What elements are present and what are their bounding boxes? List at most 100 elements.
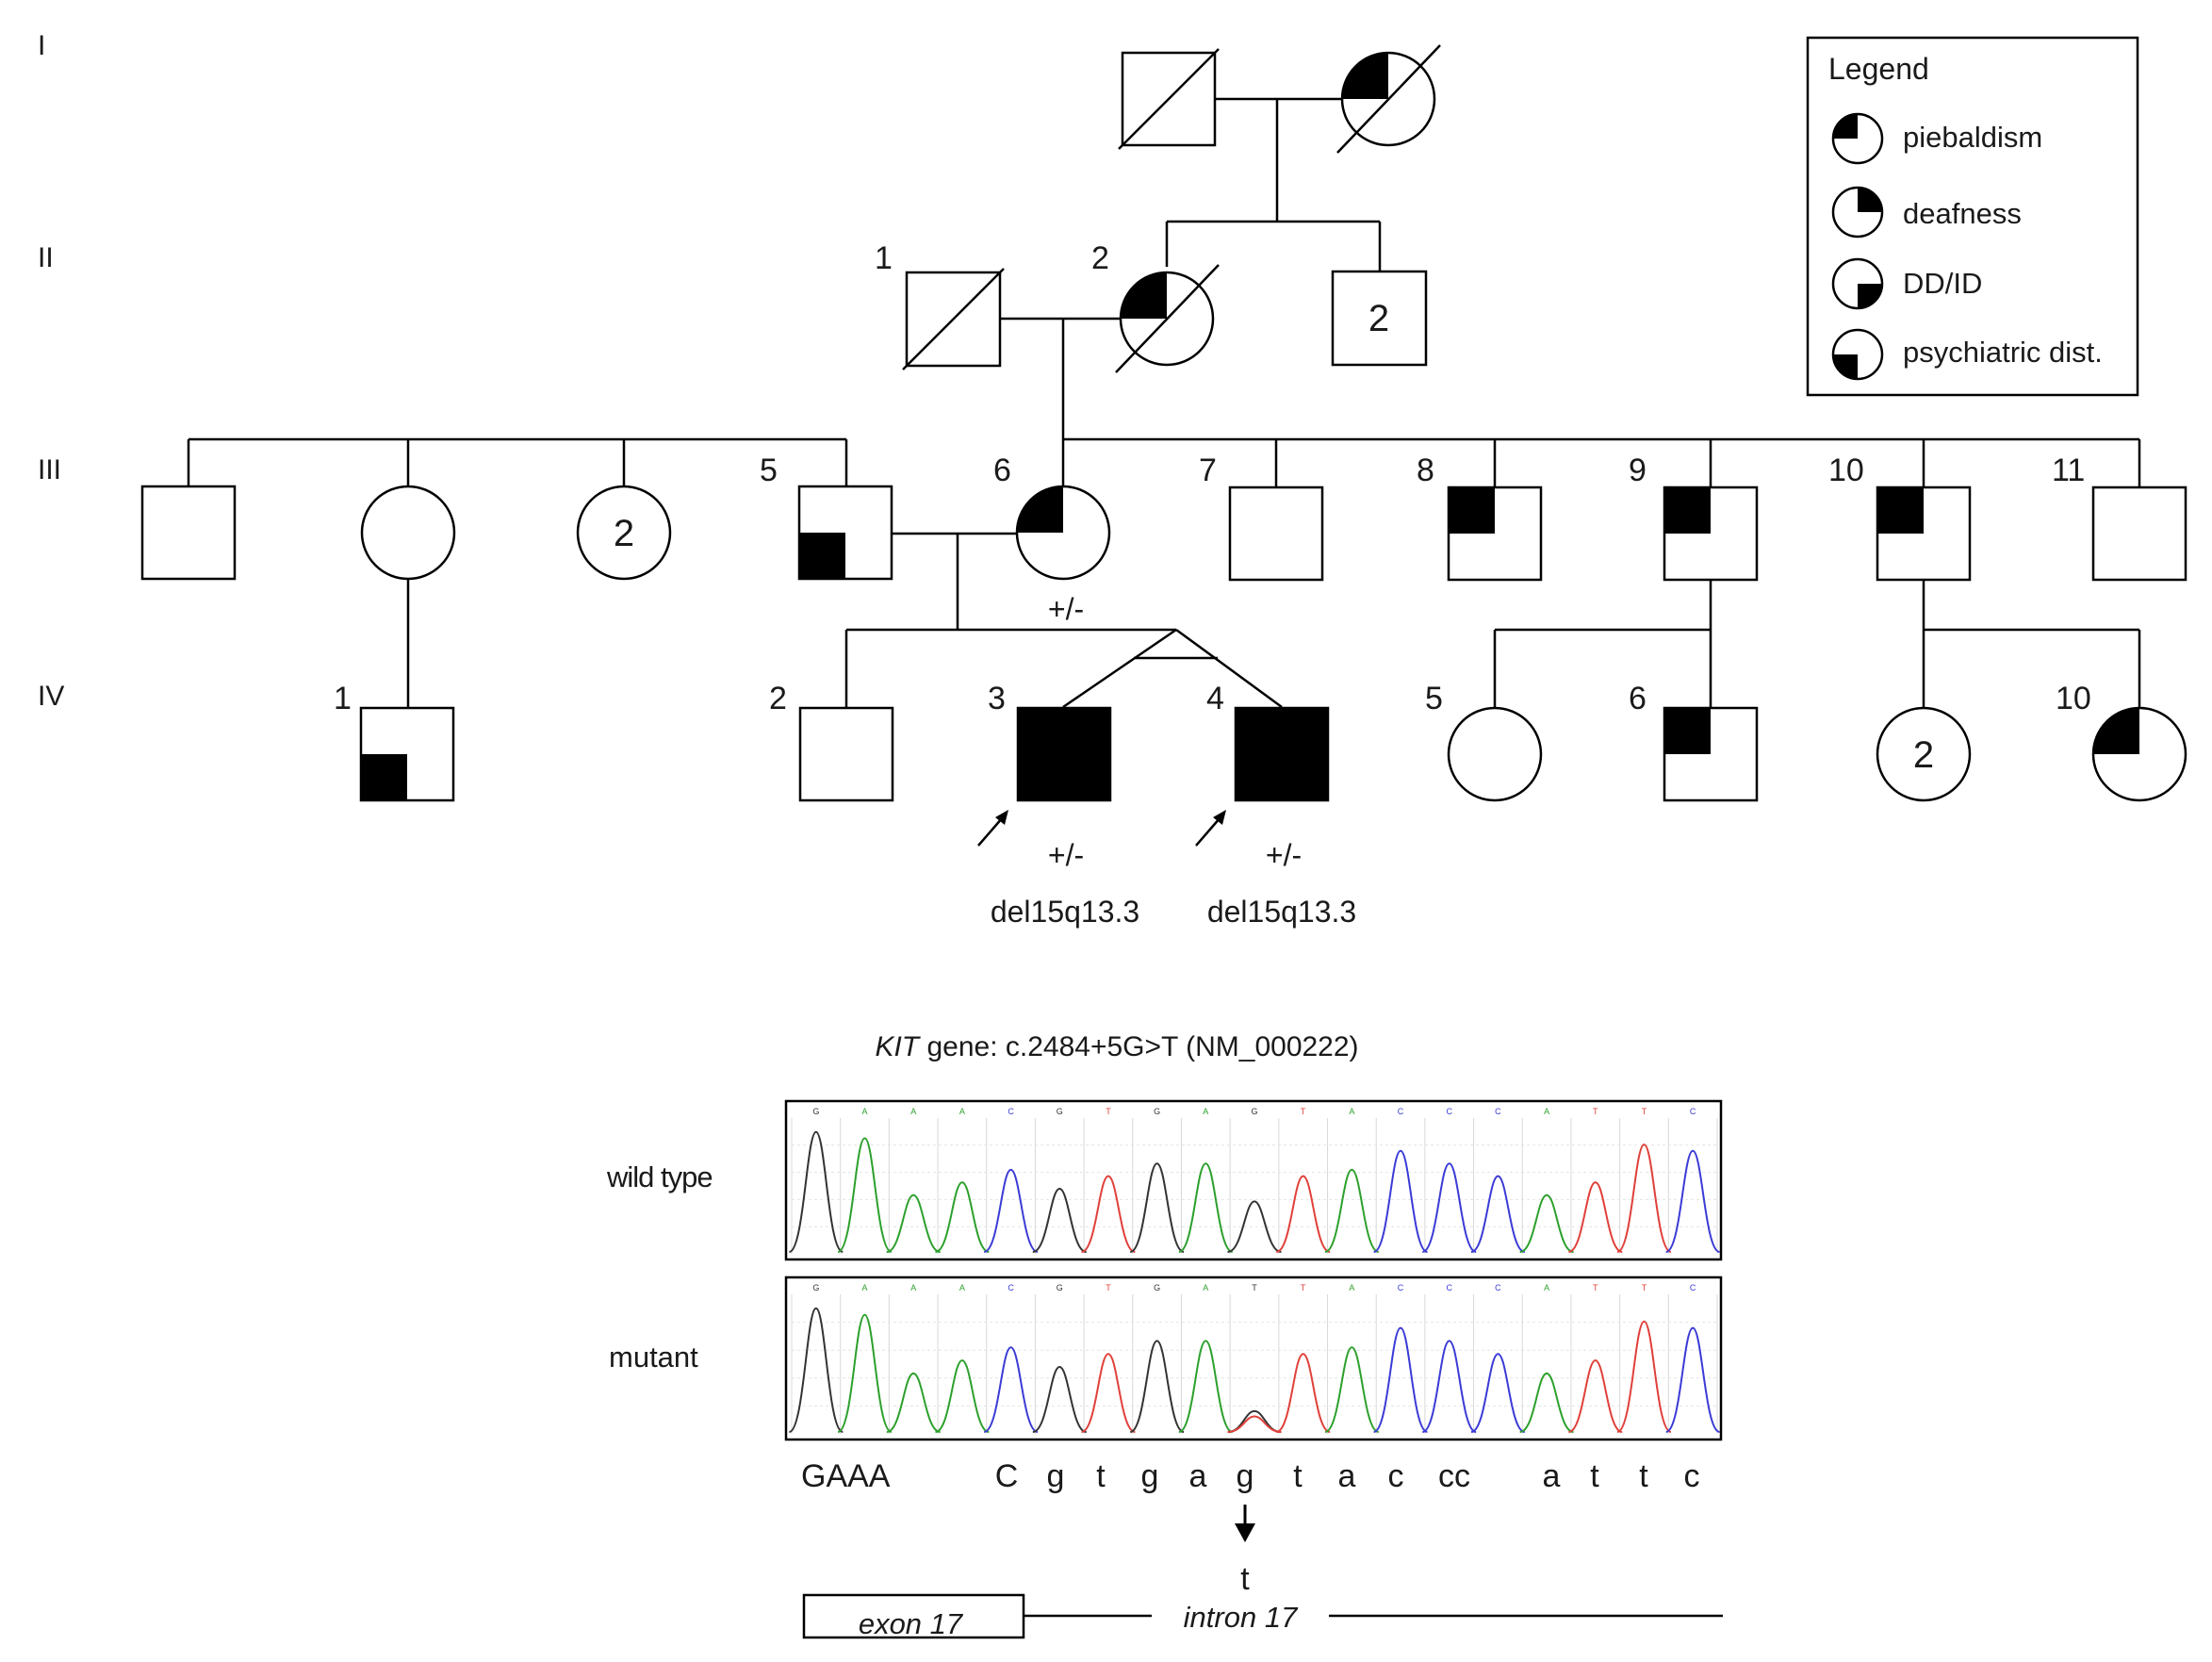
multiplicity-count: 2	[1368, 298, 1389, 339]
deceased-mark	[1118, 48, 1220, 150]
chromatogram-peak	[1081, 1175, 1136, 1253]
chromatogram-peak	[1665, 1149, 1721, 1253]
base-call: A	[1203, 1107, 1208, 1116]
sequence-base: c	[1684, 1458, 1700, 1494]
individual-iii-3: 2	[576, 485, 672, 581]
sequence-base: a	[1543, 1458, 1561, 1494]
chromatogram-peak	[1032, 1365, 1088, 1433]
label-iv-6: 6	[1629, 681, 1647, 716]
base-call: C	[1398, 1107, 1404, 1116]
base-call: A	[910, 1107, 916, 1116]
psychiatric-symbol-icon	[1833, 354, 1858, 379]
chromatogram-peak	[886, 1193, 941, 1253]
piebaldism-quadrant	[1664, 708, 1711, 754]
sequence-base: g	[1047, 1458, 1065, 1494]
pedigree-lines	[187, 97, 2141, 709]
chromatogram-peak	[1081, 1353, 1136, 1433]
piebaldism-quadrant	[1449, 487, 1495, 534]
genotype-iv-4: +/-	[1266, 838, 1302, 872]
label-iv-4: 4	[1206, 681, 1224, 716]
base-call: A	[862, 1107, 868, 1116]
chromatogram-peak	[1567, 1181, 1623, 1253]
individual-iii-6	[1015, 485, 1111, 581]
genotype-iv-3: +/-	[1048, 838, 1084, 872]
individual-i-2	[1336, 44, 1441, 154]
cnv-iv-3: del15q13.3	[991, 895, 1139, 929]
base-call: A	[1544, 1283, 1549, 1292]
sequence-base: a	[1338, 1458, 1356, 1494]
legend-item-piebaldism: piebaldism	[1831, 112, 2042, 165]
base-call: A	[1544, 1107, 1549, 1116]
sequence-base: a	[1189, 1458, 1207, 1494]
base-call: C	[1008, 1107, 1014, 1116]
base-call: G	[1251, 1107, 1257, 1116]
chromatogram-peak	[983, 1168, 1039, 1253]
chromatogram-peak	[935, 1181, 990, 1253]
chromatogram-peak	[1665, 1326, 1721, 1433]
chromatogram-peak	[1421, 1162, 1477, 1253]
chromatogram-peak	[1470, 1353, 1526, 1433]
base-call: T	[1252, 1283, 1257, 1292]
individual-iv-5	[1447, 706, 1543, 802]
chromatogram-peak	[1324, 1346, 1380, 1433]
variant-description: gene: c.2484+5G>T (NM_000222)	[919, 1031, 1358, 1062]
base-call: T	[1106, 1283, 1111, 1292]
legend: Legend piebaldism deafness DD/ID psychia…	[1806, 36, 2139, 397]
individual-iii-11	[2091, 485, 2187, 582]
twin-line-iv-3	[1062, 628, 1177, 709]
label-iii-7: 7	[1199, 453, 1217, 488]
individual-iv-2	[798, 706, 894, 802]
chromatogram-peak	[1421, 1340, 1477, 1433]
individual-iii-10	[1876, 485, 1972, 582]
base-call: T	[1301, 1283, 1306, 1292]
chromatogram-peak	[1616, 1144, 1672, 1253]
piebaldism-quadrant	[1664, 487, 1711, 534]
chromatogram-peak	[1227, 1409, 1282, 1433]
piebaldism-quadrant	[1877, 487, 1924, 534]
label-iii-6: 6	[993, 453, 1011, 488]
label-iii-5: 5	[760, 453, 778, 488]
sequence-base: t	[1096, 1458, 1106, 1494]
individual-iv-3	[1016, 706, 1112, 802]
individual-iii-1	[140, 485, 237, 581]
individual-iii-5	[797, 485, 893, 581]
gene-name: KIT	[875, 1031, 921, 1062]
sequence-base: t	[1293, 1458, 1303, 1494]
deceased-mark	[902, 268, 1005, 370]
sequence-base: g	[1237, 1458, 1254, 1494]
base-call: A	[1349, 1107, 1354, 1116]
exon-label: exon 17	[859, 1607, 964, 1640]
chromatogram-peak	[837, 1137, 893, 1253]
individual-i-1	[1118, 48, 1220, 150]
chromatogram-peak	[1616, 1320, 1672, 1433]
base-call: T	[1593, 1107, 1598, 1116]
individual-iii-7	[1228, 485, 1324, 582]
sequencing-title: KIT gene: c.2484+5G>T (NM_000222)	[875, 1031, 1358, 1062]
label-ii-2: 2	[1091, 240, 1109, 276]
deafness-symbol-icon	[1858, 188, 1882, 212]
chromatogram-peak	[1567, 1359, 1623, 1433]
mutant-label: mutant	[609, 1341, 698, 1374]
label-iv-2: 2	[769, 681, 787, 716]
sequencing-panel: KIT gene: c.2484+5G>T (NM_000222) wild t…	[606, 1031, 1723, 1640]
label-iv-3: 3	[988, 681, 1006, 716]
base-call: C	[1690, 1283, 1696, 1292]
chromatogram-peak	[935, 1359, 990, 1433]
sequence-base: t	[1639, 1458, 1648, 1494]
piebaldism-quadrant	[1017, 486, 1063, 533]
sequence-base: GAAA	[801, 1458, 891, 1494]
cnv-iv-4: del15q13.3	[1207, 895, 1356, 929]
individual-ii-1	[902, 268, 1005, 370]
sequence-base: cc	[1438, 1458, 1470, 1494]
base-call: A	[910, 1283, 916, 1292]
label-iii-8: 8	[1417, 453, 1434, 488]
label-iv-10: 10	[2056, 681, 2091, 716]
individual-ii-2	[1115, 264, 1220, 373]
base-call: T	[1106, 1107, 1111, 1116]
individual-iv-4	[1234, 706, 1330, 802]
chromatogram-peak	[1129, 1162, 1185, 1253]
chromatogram-peak	[1275, 1353, 1331, 1433]
chromatogram-peak	[886, 1372, 941, 1433]
